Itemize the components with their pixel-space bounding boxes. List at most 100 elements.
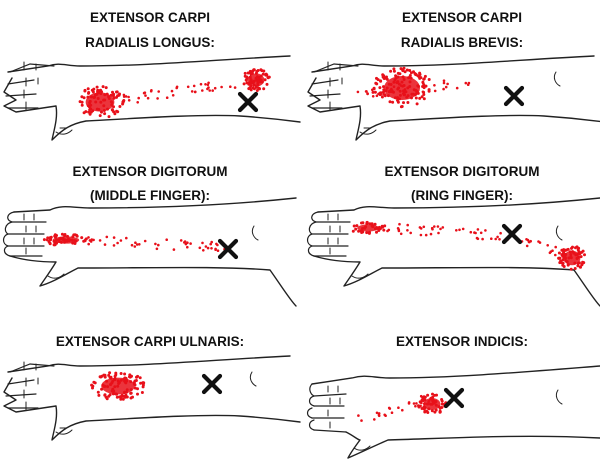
referral-dot — [191, 90, 194, 93]
referral-dot — [581, 263, 584, 266]
referral-dot — [253, 87, 256, 90]
referral-dot — [445, 86, 448, 89]
referral-dot — [122, 101, 125, 104]
referral-dot — [157, 244, 160, 247]
referral-dot — [400, 233, 403, 236]
referral-dot — [408, 402, 411, 405]
forearm-outline — [308, 56, 600, 140]
referral-dot — [378, 86, 381, 89]
referral-dot — [413, 402, 416, 405]
referral-dot — [410, 71, 413, 74]
referral-dot — [498, 238, 501, 241]
referral-dot — [81, 101, 84, 104]
referral-dot — [262, 70, 265, 73]
referral-dot — [382, 75, 385, 78]
referral-dot — [130, 375, 133, 378]
referral-dot — [415, 402, 418, 405]
referral-dot — [496, 236, 499, 239]
referral-dot — [234, 86, 237, 89]
referral-dot — [365, 90, 368, 93]
referral-dot — [375, 231, 378, 234]
referral-dot — [397, 406, 400, 409]
referral-dot — [106, 236, 109, 239]
referral-dot — [116, 110, 119, 113]
referral-dot — [441, 400, 444, 403]
referral-dot — [135, 376, 138, 379]
referral-dot — [379, 92, 382, 95]
referral-dot — [80, 236, 83, 239]
referral-dot — [392, 67, 395, 70]
referral-dot — [458, 229, 461, 232]
referral-dot — [428, 88, 431, 91]
referral-dot — [494, 238, 497, 241]
x-mark-icon — [504, 226, 520, 242]
referral-dot — [186, 246, 189, 249]
referral-dot — [400, 105, 403, 108]
referral-core — [248, 73, 265, 86]
referral-dot — [131, 396, 134, 399]
referral-dot — [456, 87, 459, 90]
referral-dot — [185, 243, 188, 246]
referral-dot — [259, 68, 262, 71]
referral-dot — [87, 243, 90, 246]
forearm-outline — [308, 366, 600, 458]
referral-dot — [173, 248, 176, 251]
referral-dot — [139, 376, 142, 379]
referral-dot — [443, 79, 446, 82]
referral-dot — [434, 90, 437, 93]
referral-dot — [368, 232, 371, 235]
referral-dot — [546, 244, 549, 247]
referral-dot — [142, 381, 145, 384]
referral-pattern — [90, 371, 145, 401]
referral-dot — [409, 232, 412, 235]
panel-title-line: EXTENSOR CARPI — [402, 10, 522, 25]
referral-pattern — [43, 233, 226, 252]
referral-dot — [582, 250, 585, 253]
referral-dot — [539, 241, 542, 244]
referral-core — [424, 398, 441, 410]
referral-dot — [422, 93, 425, 96]
referral-dot — [87, 236, 90, 239]
referral-dot — [96, 86, 99, 89]
referral-dot — [422, 398, 425, 401]
referral-dot — [376, 412, 379, 415]
referral-dot — [176, 86, 179, 89]
referral-dot — [554, 254, 557, 257]
referral-dot — [570, 268, 573, 271]
referral-dot — [404, 70, 407, 73]
referral-dot — [423, 97, 426, 100]
referral-core — [384, 76, 420, 100]
referral-dot — [583, 253, 586, 256]
referral-dot — [376, 95, 379, 98]
referral-dot — [103, 394, 106, 397]
referral-dot — [202, 249, 205, 252]
referral-pattern — [357, 393, 447, 422]
referral-dot — [400, 84, 403, 87]
referral-dot — [207, 82, 210, 85]
referral-dot — [567, 248, 570, 251]
referral-dot — [353, 225, 356, 228]
referral-dot — [360, 419, 363, 422]
referral-dot — [144, 91, 147, 94]
referral-dot — [113, 244, 116, 247]
referral-dot — [134, 245, 137, 248]
referral-dot — [419, 226, 422, 229]
referral-dot — [214, 248, 217, 251]
referral-dot — [144, 240, 147, 243]
referral-dot — [87, 111, 90, 114]
referral-dot — [462, 228, 465, 231]
referral-dot — [554, 246, 557, 249]
referral-dot — [97, 394, 100, 397]
referral-dot — [443, 82, 446, 85]
referral-dot — [413, 72, 416, 75]
referral-dot — [366, 221, 369, 224]
referral-dot — [416, 102, 419, 105]
referral-dot — [99, 375, 102, 378]
referral-dot — [423, 410, 426, 413]
referral-dot — [428, 78, 431, 81]
referral-dot — [244, 72, 247, 75]
referral-dot — [406, 229, 409, 232]
referral-dot — [214, 87, 217, 90]
referral-dot — [437, 225, 440, 228]
